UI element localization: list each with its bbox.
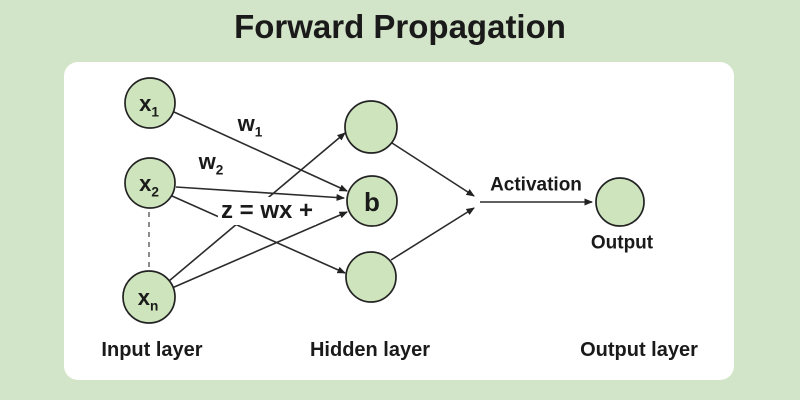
label-input-x2: x2 — [139, 171, 159, 200]
label-weight-w2: w2 — [198, 149, 224, 178]
label-bias-node: b — [364, 187, 380, 217]
edge-x2-to-bias — [175, 186, 345, 202]
edge-hidden-top-to-activation — [391, 142, 475, 197]
label-weight-w1: w1 — [237, 111, 263, 140]
label-output-layer: Output layer — [580, 339, 698, 361]
edge-hidden-bottom-to-activation — [390, 207, 475, 261]
label-formula: z = wx + — [217, 197, 317, 225]
label-input-layer: Input layer — [101, 339, 203, 361]
node-input-x1 — [124, 77, 176, 129]
label-hidden-layer: Hidden layer — [309, 339, 431, 361]
node-input-xn — [122, 270, 176, 324]
node-hidden-top — [344, 100, 398, 154]
node-input-x2 — [124, 157, 176, 209]
label-input-x1: x1 — [139, 91, 159, 120]
page-title: Forward Propagation — [234, 8, 566, 45]
edge-x1-to-bias — [173, 111, 348, 192]
node-hidden-bottom — [345, 251, 397, 303]
edge-xn-to-bias — [171, 211, 348, 289]
node-hidden-bias — [346, 175, 398, 227]
edge-x2-to-hidden-bottom — [171, 195, 346, 274]
label-input-xn: xn — [137, 285, 159, 314]
node-output — [595, 177, 645, 227]
label-activation: Activation — [490, 174, 582, 196]
label-output: Output — [590, 232, 654, 254]
